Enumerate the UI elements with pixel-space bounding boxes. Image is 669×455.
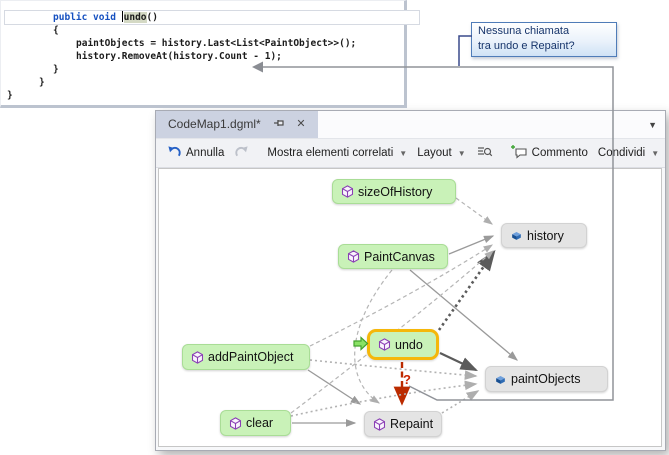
comment-button[interactable]: Commento bbox=[506, 142, 593, 164]
layout-label: Layout bbox=[417, 147, 452, 159]
codemap-window: CodeMap1.dgml* ✕ ▼ Annulla bbox=[155, 110, 666, 451]
code-line-5[interactable]: } bbox=[53, 64, 59, 75]
redo-button[interactable] bbox=[229, 142, 254, 164]
node-label: history bbox=[527, 228, 564, 243]
tab-title: CodeMap1.dgml* bbox=[168, 117, 261, 131]
method-icon bbox=[229, 416, 242, 430]
question-mark-label: ? bbox=[403, 372, 411, 387]
chevron-down-icon: ▼ bbox=[651, 148, 660, 158]
node-label: undo bbox=[395, 337, 423, 352]
edge-PaintCanvas-history[interactable] bbox=[448, 235, 495, 255]
layout-dropdown[interactable]: Layout ▼ bbox=[412, 142, 470, 164]
node-addPaintObject[interactable]: addPaintObject bbox=[182, 344, 310, 370]
method-icon bbox=[191, 350, 204, 364]
window-dropdown-icon[interactable]: ▼ bbox=[648, 120, 657, 130]
node-PaintCanvas[interactable]: PaintCanvas bbox=[338, 244, 448, 269]
comment-label: Commento bbox=[531, 147, 588, 159]
undo-label: Annulla bbox=[186, 147, 225, 159]
edge-layer bbox=[290, 197, 518, 427]
chevron-down-icon: ▼ bbox=[457, 148, 466, 158]
code-line-3[interactable]: paintObjects = history.Last<List<PaintOb… bbox=[76, 38, 357, 49]
toolbar: Annulla Mostra elementi correlati ▼ Layo… bbox=[156, 138, 665, 168]
node-Repaint[interactable]: Repaint bbox=[364, 411, 442, 437]
node-label: PaintCanvas bbox=[364, 249, 435, 264]
related-items-dropdown[interactable]: Mostra elementi correlati ▼ bbox=[262, 142, 412, 164]
code-line-1[interactable]: public void undo() bbox=[4, 10, 420, 25]
comment-icon bbox=[510, 144, 528, 162]
field-icon bbox=[512, 232, 521, 240]
method-icon bbox=[347, 250, 360, 263]
redo-icon bbox=[234, 144, 249, 162]
method-icon bbox=[378, 338, 391, 351]
method-icon bbox=[373, 417, 386, 431]
code-line-7[interactable]: } bbox=[7, 90, 13, 101]
code-line-6[interactable]: } bbox=[39, 77, 45, 88]
rerun-layout-button[interactable] bbox=[471, 142, 498, 164]
node-paintObjects[interactable]: paintObjects bbox=[485, 366, 608, 392]
field-icon bbox=[496, 375, 505, 384]
tab-strip: CodeMap1.dgml* ✕ ▼ bbox=[156, 111, 665, 138]
edge-undo-paintObjects[interactable] bbox=[439, 352, 478, 371]
edge-addPaintObject-Repaint[interactable] bbox=[307, 369, 362, 405]
node-label: clear bbox=[246, 416, 274, 430]
edge-Repaint-paintObjects[interactable] bbox=[441, 390, 480, 414]
chevron-down-icon: ▼ bbox=[399, 148, 408, 158]
related-items-label: Mostra elementi correlati bbox=[267, 147, 394, 159]
callout[interactable]: Nessuna chiamata tra undo e Repaint? bbox=[471, 22, 617, 57]
node-label: sizeOfHistory bbox=[358, 184, 433, 199]
edge-sizeOfHistory-history[interactable] bbox=[455, 197, 493, 225]
node-label: paintObjects bbox=[511, 372, 581, 386]
text-cursor bbox=[121, 11, 123, 22]
node-clear[interactable]: clear bbox=[220, 410, 291, 436]
code-line-2[interactable]: { bbox=[53, 25, 59, 36]
undo-button[interactable]: Annulla bbox=[162, 142, 229, 164]
undo-icon bbox=[167, 144, 182, 162]
document-tab[interactable]: CodeMap1.dgml* ✕ bbox=[156, 111, 318, 138]
callout-text-line1: Nessuna chiamata bbox=[478, 25, 570, 37]
share-dropdown[interactable]: Condividi ▼ bbox=[593, 142, 664, 164]
close-icon[interactable]: ✕ bbox=[296, 118, 306, 130]
node-history[interactable]: history bbox=[501, 223, 587, 248]
rerun-layout-icon bbox=[476, 144, 493, 162]
share-label: Condividi bbox=[597, 147, 646, 159]
node-sizeOfHistory[interactable]: sizeOfHistory bbox=[332, 179, 456, 204]
node-label: Repaint bbox=[390, 417, 434, 431]
node-undo[interactable]: undo bbox=[367, 329, 439, 360]
method-icon bbox=[341, 185, 354, 198]
code-line-4[interactable]: history.RemoveAt(history.Count - 1); bbox=[76, 51, 282, 62]
callout-text-line2: tra undo e Repaint? bbox=[478, 40, 575, 52]
node-label: addPaintObject bbox=[208, 350, 294, 364]
code-editor[interactable]: public void undo(){ paintObjects = histor… bbox=[4, 10, 420, 102]
selection-pointer-icon bbox=[353, 336, 369, 356]
edge-addPaintObject-paintObjects[interactable] bbox=[309, 359, 478, 380]
pin-icon[interactable] bbox=[272, 117, 286, 131]
undo-word-highlight: undo bbox=[123, 12, 147, 23]
code-window: public void undo(){ paintObjects = histor… bbox=[0, 0, 420, 108]
